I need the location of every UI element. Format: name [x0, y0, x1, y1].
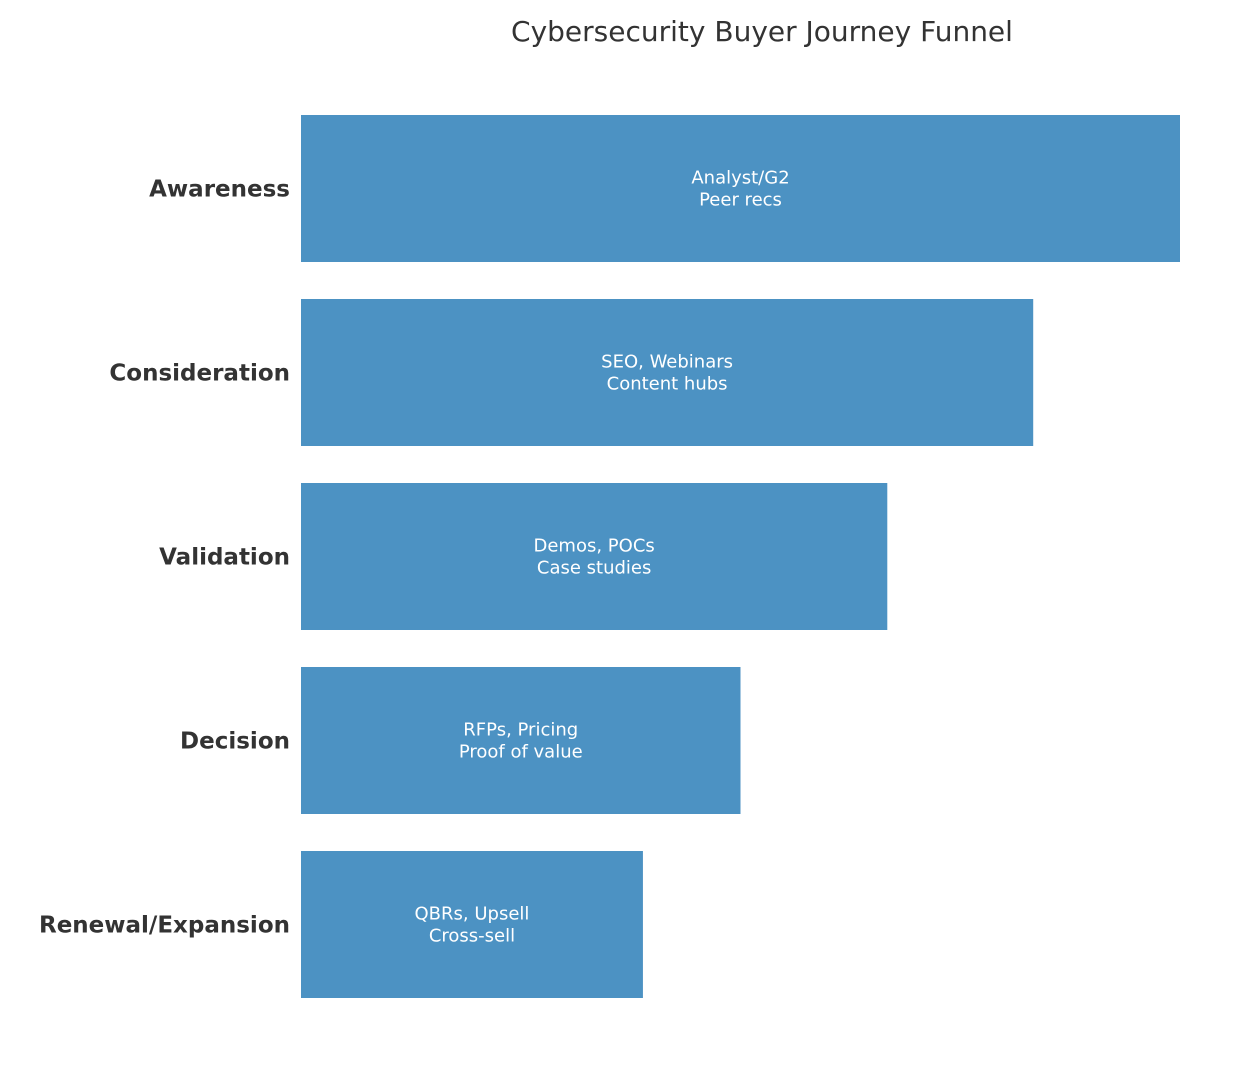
funnel-bar-renewal-expansion: [301, 851, 643, 998]
funnel-bar-consideration: [301, 299, 1034, 446]
bar-annotation-line: Cross-sell: [429, 926, 515, 947]
funnel-bar-decision: [301, 667, 741, 814]
funnel-bar-validation: [301, 483, 888, 630]
bar-annotation-line: Content hubs: [607, 374, 728, 395]
bar-annotation-line: Analyst/G2: [691, 168, 789, 189]
chart-title: Cybersecurity Buyer Journey Funnel: [511, 15, 1013, 48]
bar-annotation-line: Demos, POCs: [534, 536, 655, 557]
funnel-bar-awareness: [301, 115, 1180, 262]
stage-label: Awareness: [149, 177, 290, 203]
bar-annotation-line: SEO, Webinars: [601, 352, 733, 373]
stage-label: Renewal/Expansion: [39, 913, 290, 939]
bar-annotation-line: Peer recs: [699, 190, 782, 211]
bar-annotation-line: QBRs, Upsell: [415, 904, 530, 925]
bar-annotation-line: Proof of value: [459, 742, 583, 763]
stage-label: Decision: [180, 729, 290, 755]
bar-annotation-line: Case studies: [537, 558, 652, 579]
bar-annotation-line: RFPs, Pricing: [463, 720, 578, 741]
stage-label: Consideration: [109, 361, 290, 387]
stage-label: Validation: [159, 545, 290, 571]
